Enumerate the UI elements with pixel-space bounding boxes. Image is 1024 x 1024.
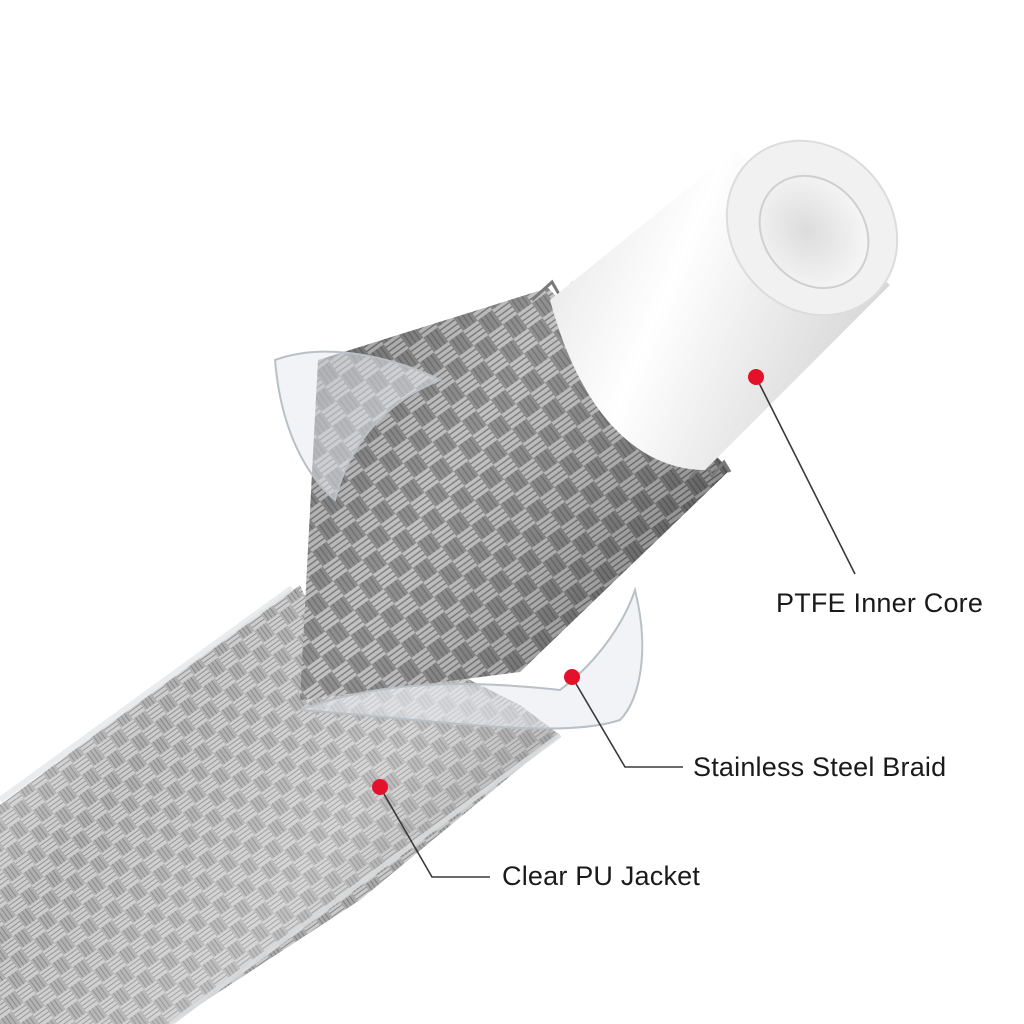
marker-jacket [372,779,388,795]
callout-label-pu-jacket: Clear PU Jacket [502,861,701,891]
jacket-flap-lower [299,586,644,730]
marker-braid [564,669,580,685]
marker-core [748,369,764,385]
ptfe-core-section [550,139,899,470]
leader-lines [379,376,856,878]
jacket-edge-upper [0,585,294,803]
callout-markers [372,369,764,795]
peeled-jacket-flaps [273,350,644,730]
callout-label-steel-braid: Stainless Steel Braid [693,752,947,782]
callout-label-ptfe-core: PTFE Inner Core [776,588,984,618]
core-bore [758,174,870,290]
jacket-edge-lower [168,732,562,1024]
leader-line-braid [571,676,683,768]
jacket-flap-upper [273,350,443,502]
leader-line-jacket [379,786,490,878]
leader-line-core [755,376,856,575]
